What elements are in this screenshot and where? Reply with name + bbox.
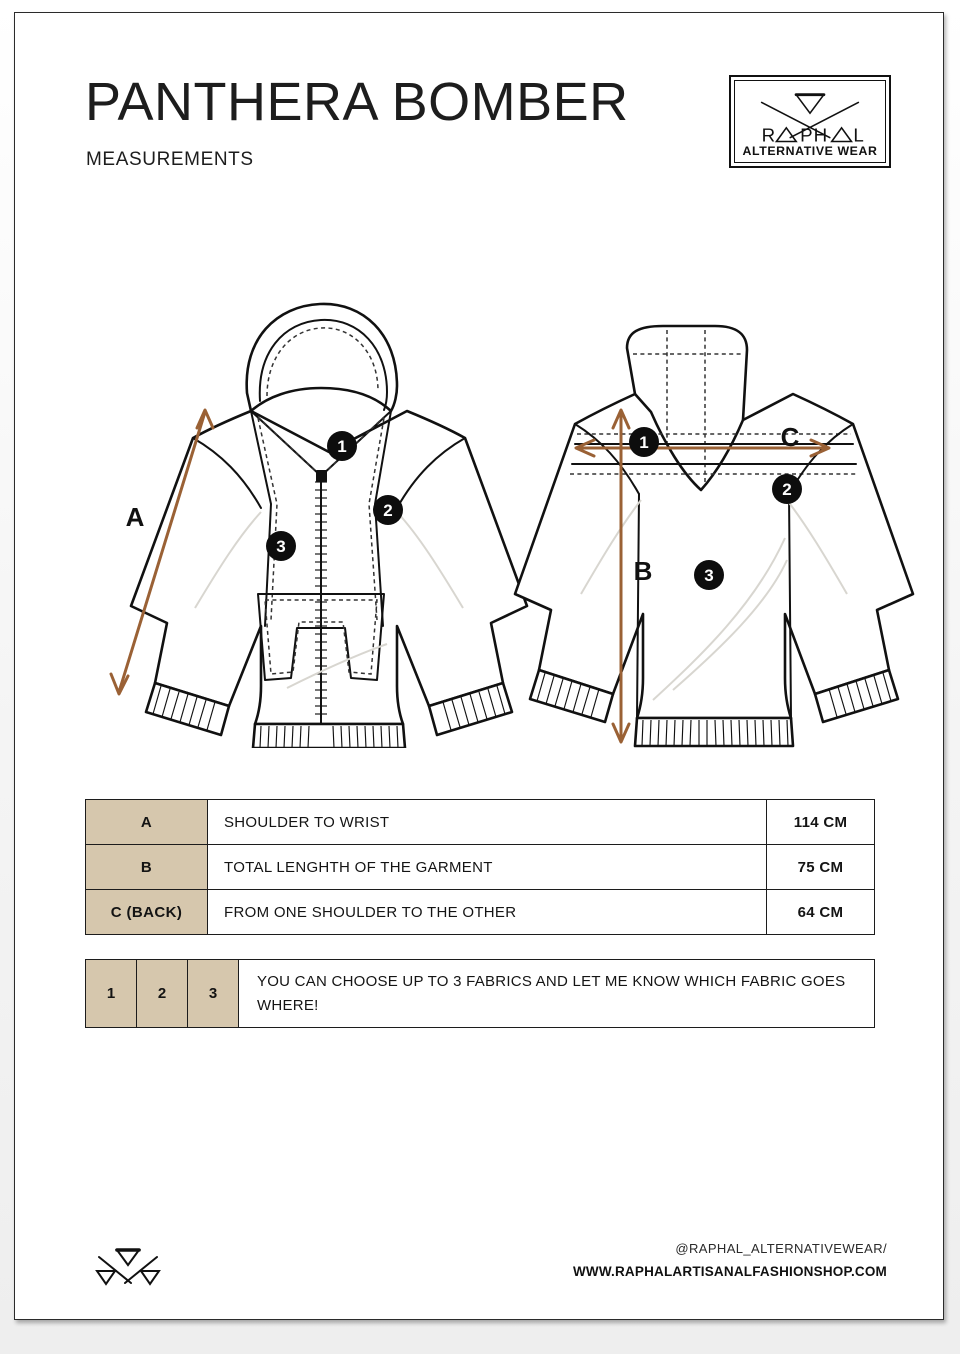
- row-description: SHOULDER TO WRIST: [207, 799, 767, 845]
- brand-logo: R PH L ALTERNATIVE WEAR: [729, 75, 891, 168]
- row-description: FROM ONE SHOULDER TO THE OTHER: [207, 889, 767, 935]
- row-key: B: [85, 844, 208, 890]
- svg-text:3: 3: [276, 537, 285, 556]
- footer-logo-mark: [91, 1243, 165, 1293]
- svg-text:1: 1: [337, 437, 346, 456]
- back-view: B C 1 2 3: [513, 324, 915, 748]
- svg-text:PH: PH: [800, 125, 828, 146]
- front-marker-2: 2: [373, 495, 403, 525]
- fabric-number-2: 2: [136, 959, 188, 1028]
- back-marker-3: 3: [694, 560, 724, 590]
- document-sheet: PANTHERA BOMBER MEASUREMENTS R: [14, 12, 944, 1320]
- label-c: C: [781, 422, 800, 452]
- front-view: A 1 2 3: [109, 302, 529, 748]
- back-marker-2: 2: [772, 474, 802, 504]
- front-marker-3: 3: [266, 531, 296, 561]
- row-key: C (BACK): [85, 889, 208, 935]
- label-b: B: [634, 556, 653, 586]
- measurements-table: A SHOULDER TO WRIST 114 CM B TOTAL LENGH…: [85, 799, 875, 935]
- brand-tagline: ALTERNATIVE WEAR: [743, 144, 878, 158]
- svg-text:L: L: [853, 125, 864, 146]
- back-marker-1: 1: [629, 427, 659, 457]
- measurement-arrow-c: [574, 438, 831, 458]
- document-header: PANTHERA BOMBER MEASUREMENTS R: [15, 13, 943, 203]
- svg-text:2: 2: [383, 501, 392, 520]
- fabric-number-3: 3: [187, 959, 239, 1028]
- footer-contact: @RAPHAL_ALTERNATIVEWEAR/ WWW.RAPHALARTIS…: [573, 1241, 887, 1279]
- row-value: 75 CM: [766, 844, 875, 890]
- front-marker-1: 1: [327, 431, 357, 461]
- technical-flats-artwork: .ln { fill:#fff; stroke:#111; stroke-wid…: [109, 302, 915, 748]
- svg-text:2: 2: [782, 480, 791, 499]
- website-url: WWW.RAPHALARTISANALFASHIONSHOP.COM: [572, 1264, 887, 1279]
- row-key: A: [85, 799, 208, 845]
- measurement-arrow-a: [109, 408, 215, 696]
- svg-text:1: 1: [639, 433, 648, 452]
- page-subtitle: MEASUREMENTS: [86, 149, 254, 170]
- table-row: 1 2 3 YOU CAN CHOOSE UP TO 3 FABRICS AND…: [85, 959, 875, 1028]
- svg-text:3: 3: [704, 566, 713, 585]
- fabric-note-text: YOU CAN CHOOSE UP TO 3 FABRICS AND LET M…: [238, 959, 875, 1028]
- measurement-arrow-b: [611, 408, 631, 744]
- row-description: TOTAL LENGHTH OF THE GARMENT: [207, 844, 767, 890]
- page-title: PANTHERA BOMBER: [85, 72, 629, 132]
- label-a: A: [126, 502, 145, 532]
- table-row: B TOTAL LENGHTH OF THE GARMENT 75 CM: [85, 844, 875, 890]
- fabric-number-1: 1: [85, 959, 137, 1028]
- crossed-x-triangles-icon: [95, 1248, 161, 1286]
- instagram-handle: @RAPHAL_ALTERNATIVEWEAR/: [675, 1241, 887, 1256]
- row-value: 114 CM: [766, 799, 875, 845]
- brand-logo-inner: R PH L ALTERNATIVE WEAR: [734, 80, 886, 163]
- table-row: A SHOULDER TO WRIST 114 CM: [85, 799, 875, 845]
- table-row: C (BACK) FROM ONE SHOULDER TO THE OTHER …: [85, 889, 875, 935]
- garment-illustrations: .ln { fill:#fff; stroke:#111; stroke-wid…: [15, 208, 943, 748]
- brand-logo-artwork: R PH L ALTERNATIVE WEAR: [743, 93, 878, 158]
- row-value: 64 CM: [766, 889, 875, 935]
- svg-text:R: R: [762, 125, 777, 146]
- fabric-options-table: 1 2 3 YOU CAN CHOOSE UP TO 3 FABRICS AND…: [85, 959, 875, 1028]
